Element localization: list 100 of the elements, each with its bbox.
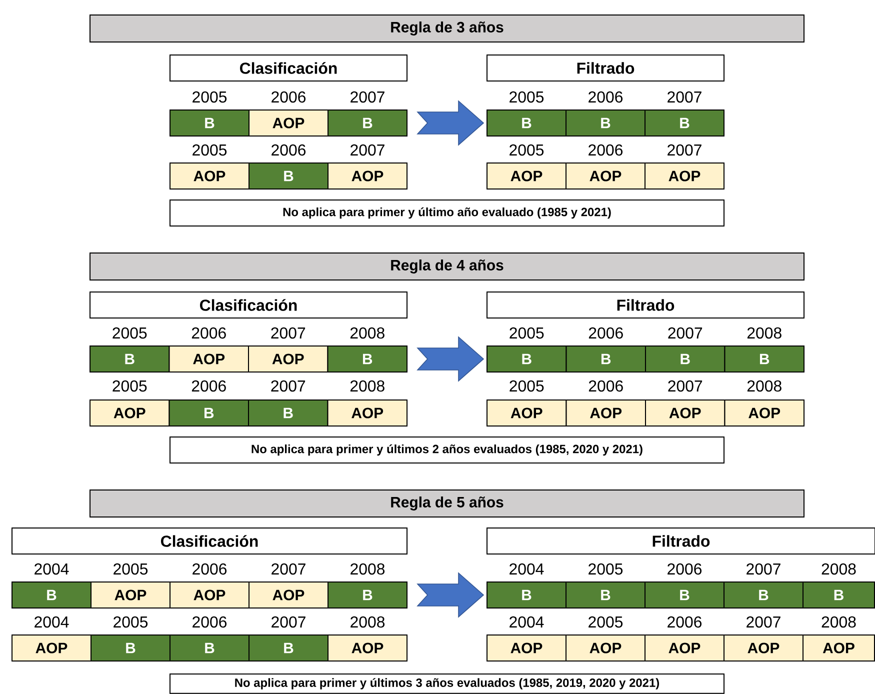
year-label: 2004 [510,563,544,575]
year-label: 2006 [588,91,623,103]
status-cell: AOP [802,634,875,662]
status-cell: B [328,581,408,608]
status-cell: AOP [644,634,724,662]
year-label: 2007 [272,616,306,628]
status-cell: B [248,162,328,190]
year-label: 2006 [192,327,226,339]
year-label: 2005 [510,327,544,339]
status-cell: B [12,581,92,608]
year-label: 2006 [192,616,227,628]
year-label: 2007 [272,563,306,575]
note-box: No aplica para primer y últimos 2 años evaluados (1985, 2020 y 2021) [170,436,724,464]
year-label: 2004 [34,563,69,575]
year-label: 2005 [114,563,148,575]
year-label: 2004 [34,616,69,628]
title-bar: Regla de 5 años [90,489,804,518]
status-cell: B [724,345,804,372]
header-box: Filtrado [486,291,804,318]
year-label: 2006 [192,563,227,575]
node-label: B [834,590,844,600]
status-cell: AOP [566,399,646,426]
header-box: Clasificación [12,527,408,554]
header-box: Clasificación [170,54,408,82]
status-cell: AOP [90,581,170,608]
year-label: 2006 [272,91,306,103]
year-label: 2008 [350,380,384,392]
year-label: 2008 [350,616,385,628]
year-label: 2005 [114,616,148,628]
year-label: 2007 [271,327,306,339]
note-box: No aplica para primer y último año evaluado (1985 y 2021) [170,199,724,226]
year-label: 2006 [192,380,226,392]
year-label: 2007 [271,380,306,392]
year-label: 2006 [588,327,623,339]
status-cell: B [724,581,804,608]
node-label: AOP [822,642,854,654]
block-arrow [416,336,484,382]
status-cell: AOP [486,162,566,190]
status-cell: B [248,399,328,426]
title-bar: Regla de 3 años [90,14,804,42]
year-label: 2007 [350,91,384,103]
status-cell: AOP [248,581,328,608]
status-cell: AOP [90,399,170,426]
status-cell: B [802,581,875,608]
year-label: 2007 [668,144,702,156]
status-cell: AOP [645,399,726,426]
status-cell: B [90,345,170,372]
header-box: Clasificación [90,291,408,318]
year-label: 2006 [668,616,702,628]
status-cell: AOP [566,634,646,662]
status-cell: AOP [12,634,92,662]
year-label: 2006 [588,380,623,392]
status-cell: AOP [486,634,566,662]
status-cell: B [248,634,328,662]
year-label: 2005 [192,91,227,103]
year-label: 2005 [510,91,544,103]
note-box: No aplica para primer y últimos 3 años evaluados (1985, 2019, 2020 y 2021) [170,673,724,694]
status-cell: AOP [248,345,328,372]
year-label: 2008 [747,327,782,339]
year-label: 2005 [112,380,147,392]
status-cell: B [566,581,646,608]
year-label: 2007 [746,563,780,575]
status-cell: B [644,109,724,136]
status-cell: B [328,109,408,136]
status-cell: AOP [328,162,408,190]
year-label: 2007 [350,144,384,156]
status-cell: AOP [170,581,250,608]
year-label: 2008 [350,563,385,575]
status-cell: B [566,345,646,372]
block-arrow [416,572,484,618]
year-label: 2008 [822,563,856,575]
title-bar: Regla de 4 años [90,252,804,280]
status-cell: B [90,634,170,662]
year-label: 2005 [192,144,227,156]
status-cell: AOP [170,162,250,190]
status-cell: B [486,581,566,608]
header-box: Filtrado [486,54,724,82]
status-cell: AOP [486,399,567,426]
status-cell: B [644,581,724,608]
status-cell: AOP [724,634,804,662]
status-cell: B [168,399,249,426]
status-cell: B [327,345,408,372]
year-label: 2008 [350,327,384,339]
status-cell: AOP [566,162,646,190]
year-label: 2006 [588,144,623,156]
status-cell: B [486,109,566,136]
header-box: Filtrado [486,527,875,554]
status-cell: AOP [248,109,328,136]
year-label: 2005 [510,380,544,392]
year-label: 2005 [588,563,623,575]
status-cell: AOP [327,399,408,426]
status-cell: B [566,109,646,136]
year-label: 2005 [588,616,623,628]
status-cell: AOP [328,634,408,662]
year-label: 2007 [668,327,702,339]
year-label: 2006 [668,563,702,575]
year-label: 2005 [510,144,544,156]
status-cell: AOP [644,162,724,190]
status-cell: B [170,634,250,662]
year-label: 2004 [510,616,544,628]
